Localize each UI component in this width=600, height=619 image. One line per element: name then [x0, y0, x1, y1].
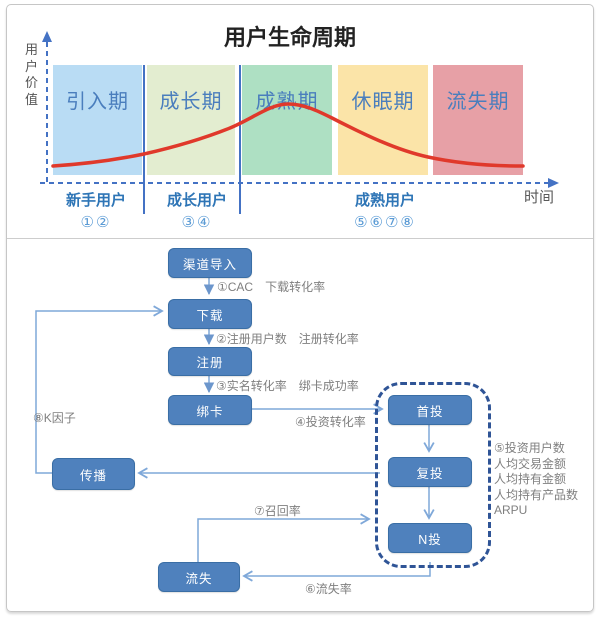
metric-line: 人均持有金额	[494, 472, 567, 486]
stage-separator-1	[143, 65, 145, 214]
node-bind-card: 绑卡	[168, 395, 252, 425]
edge-label-recall-rate: ⑦召回率	[254, 504, 301, 518]
x-axis-label: 时间	[524, 189, 555, 206]
node-n-invest: N投	[388, 523, 472, 553]
node-download: 下载	[168, 299, 252, 329]
panel-frame	[6, 4, 594, 612]
invest-stage-dashed-group	[375, 382, 491, 568]
stage-band-churn: 流失期	[433, 65, 523, 175]
section-divider	[7, 238, 593, 239]
edge-label-k-factor: ⑧K因子	[33, 411, 76, 425]
edge-label-realname-rate: ③实名转化率 绑卡成功率	[216, 379, 359, 393]
user-group-numbers: ⑤⑥⑦⑧	[354, 214, 416, 231]
stage-label-intro: 引入期	[66, 91, 129, 113]
stage-band-growth: 成长期	[147, 65, 235, 175]
user-group-numbers: ③④	[181, 214, 213, 231]
y-axis-label: 用户价值	[24, 42, 38, 107]
stage-separator-2	[239, 65, 241, 214]
stage-label-maturity: 成熟期	[255, 91, 319, 113]
user-group-numbers: ①②	[80, 214, 112, 231]
edge-label-register-rate: ②注册用户数 注册转化率	[216, 332, 359, 346]
metric-line: 人均交易金额	[494, 456, 567, 471]
metric-line: 人均持有产品数	[494, 487, 579, 502]
edge-label-cac: ①CAC 下载转化率	[217, 280, 326, 294]
node-reinvest: 复投	[388, 457, 472, 487]
stage-label-growth: 成长期	[159, 91, 223, 113]
user-group-label: 成熟用户	[354, 192, 415, 209]
user-group-label: 成长用户	[166, 192, 227, 209]
page-title: 用户生命周期	[223, 25, 356, 50]
node-channel-import: 渠道导入	[168, 248, 252, 278]
metric-line: ARPU	[494, 503, 528, 517]
investor-metrics-note: ⑤投资用户数 人均交易金额 人均持有金额 人均持有产品数 ARPU	[494, 441, 578, 519]
node-spread: 传播	[52, 458, 135, 490]
edge-label-invest-rate: ④投资转化率	[295, 415, 366, 429]
user-group-growing: 成长用户 ③④	[147, 189, 247, 231]
stage-band-maturity: 成熟期	[242, 65, 332, 175]
edge-label-churn-rate: ⑥流失率	[305, 582, 352, 596]
node-churn: 流失	[158, 562, 240, 592]
user-group-label: 新手用户	[65, 192, 126, 209]
stage-label-churn: 流失期	[446, 91, 510, 113]
user-group-new: 新手用户 ①②	[46, 189, 146, 231]
stage-band-dormancy: 休眠期	[338, 65, 428, 175]
stage-band-intro: 引入期	[53, 65, 142, 175]
stage-label-dormancy: 休眠期	[351, 91, 415, 113]
metric-line: ⑤投资用户数	[494, 441, 565, 455]
user-group-mature: 成熟用户 ⑤⑥⑦⑧	[325, 189, 445, 231]
node-register: 注册	[168, 347, 252, 376]
node-first-invest: 首投	[388, 395, 472, 425]
